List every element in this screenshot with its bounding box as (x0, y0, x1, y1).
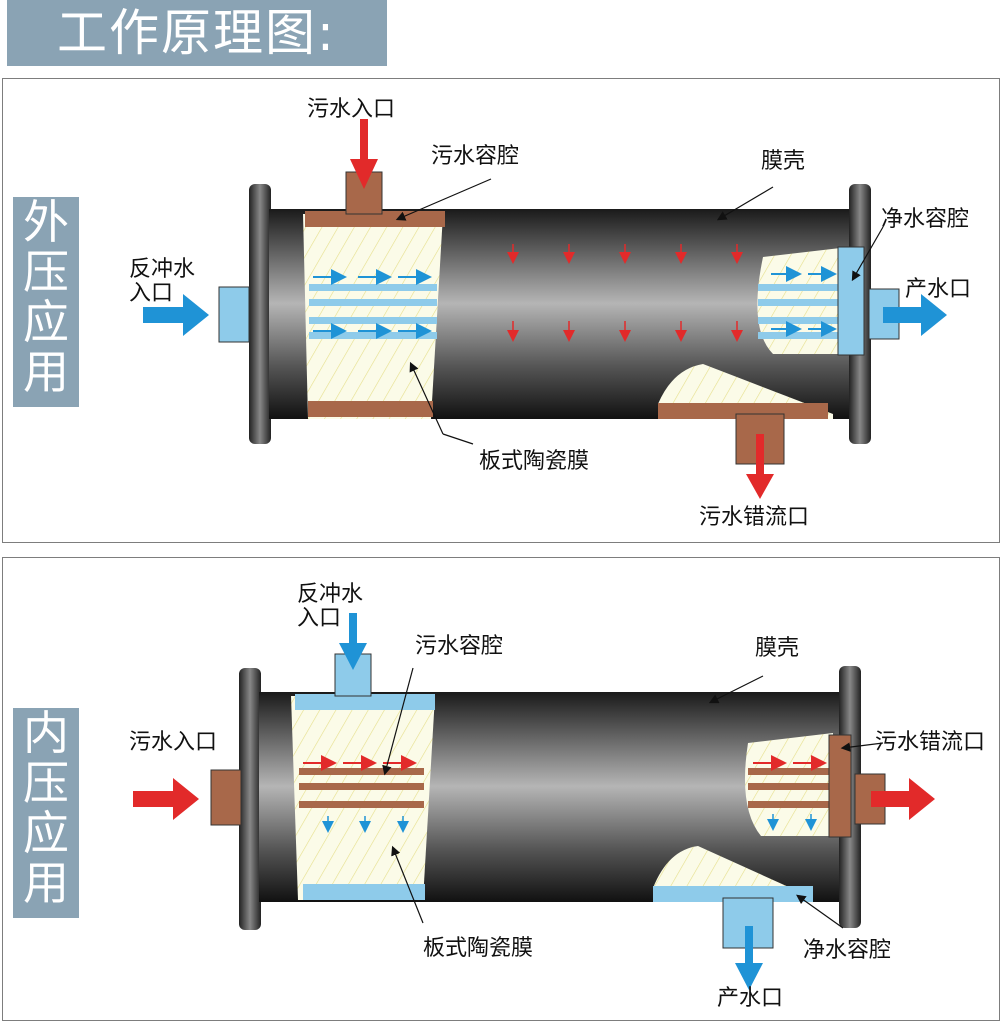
label-crossflow-outlet: 污水错流口 (875, 730, 986, 755)
membrane-plate (309, 317, 437, 324)
dirty-chamber-band (295, 694, 435, 710)
label-dirty-chamber: 污水容腔 (431, 144, 520, 169)
label-crossflow-outlet: 污水错流口 (699, 505, 810, 530)
crossflow-band (658, 403, 828, 419)
panel-external-pressure: 外 压 应 用 (2, 78, 1000, 543)
backwash-inlet-arrow (143, 294, 209, 336)
left-flange (249, 184, 271, 444)
leader-line (382, 667, 414, 776)
dirty-chamber-band-bottom (303, 884, 425, 900)
side-label-external: 外 压 应 用 (13, 197, 79, 407)
side-label-internal: 内 压 应 用 (13, 708, 79, 918)
dirty-chamber-band (305, 211, 445, 227)
membrane-plate (758, 299, 843, 306)
leader-line (708, 675, 764, 704)
leader-line (716, 186, 774, 221)
membrane-plate (758, 332, 843, 339)
crossflow-outlet-arrow (871, 778, 935, 820)
leader-line (391, 845, 424, 924)
left-cutaway (303, 214, 443, 419)
membrane-plate (299, 783, 424, 790)
dirty-inlet-port (345, 171, 383, 215)
crossflow-outlet-arrow (746, 434, 774, 499)
left-cutaway (291, 696, 435, 900)
internal-pressure-diagram (133, 613, 935, 990)
membrane-plate (748, 801, 833, 808)
membrane-plate (309, 284, 437, 291)
page-title: 工作原理图: (7, 0, 387, 66)
label-membrane: 板式陶瓷膜 (423, 936, 534, 961)
dirty-inlet-arrow (350, 119, 378, 189)
leader-line (409, 361, 444, 435)
label-backwash-inlet-1: 反冲水 (297, 582, 364, 607)
dirty-inlet-arrow (133, 778, 199, 820)
membrane-plate (748, 768, 833, 775)
leader-line (840, 742, 884, 752)
label-shell: 膜壳 (761, 149, 806, 174)
dirty-chamber-right (828, 734, 852, 838)
label-dirty-inlet: 污水入口 (129, 730, 218, 755)
label-clean-chamber: 净水容腔 (881, 207, 970, 232)
membrane-plate (299, 768, 424, 775)
label-backwash-inlet-1: 反冲水 (129, 257, 196, 282)
membrane-plate (758, 284, 843, 291)
external-pressure-diagram (143, 119, 947, 499)
label-backwash-inlet-2: 入口 (297, 606, 342, 631)
dirty-chamber-band-bottom (308, 401, 433, 417)
label-product-outlet: 产水口 (717, 986, 784, 1011)
pressure-arrows (507, 244, 743, 342)
label-dirty-inlet: 污水入口 (307, 97, 396, 122)
membrane-plate (309, 299, 437, 306)
product-outlet-arrow (735, 926, 763, 990)
label-backwash-inlet-2: 入口 (129, 281, 174, 306)
leader-line (395, 178, 492, 221)
label-shell: 膜壳 (755, 636, 800, 661)
permeate-arrows (322, 814, 817, 833)
membrane-plate (758, 317, 843, 324)
backwash-inlet-arrow (339, 613, 367, 670)
label-clean-chamber: 净水容腔 (803, 938, 892, 963)
left-flange (239, 668, 261, 930)
label-dirty-chamber: 污水容腔 (415, 634, 504, 659)
label-product-outlet: 产水口 (905, 277, 972, 302)
product-outlet-arrow (883, 294, 947, 336)
membrane-plate (748, 783, 833, 790)
membrane-plate (309, 332, 437, 339)
leader-line (796, 894, 844, 929)
label-membrane: 板式陶瓷膜 (479, 449, 590, 474)
leader-line (851, 226, 884, 282)
clean-chamber (837, 246, 865, 356)
panel-internal-pressure: 内 压 应 用 (2, 557, 1000, 1021)
backwash-port (218, 286, 250, 343)
leader-line (442, 433, 474, 445)
membrane-plate (299, 801, 424, 808)
dirty-inlet-port (210, 769, 242, 826)
